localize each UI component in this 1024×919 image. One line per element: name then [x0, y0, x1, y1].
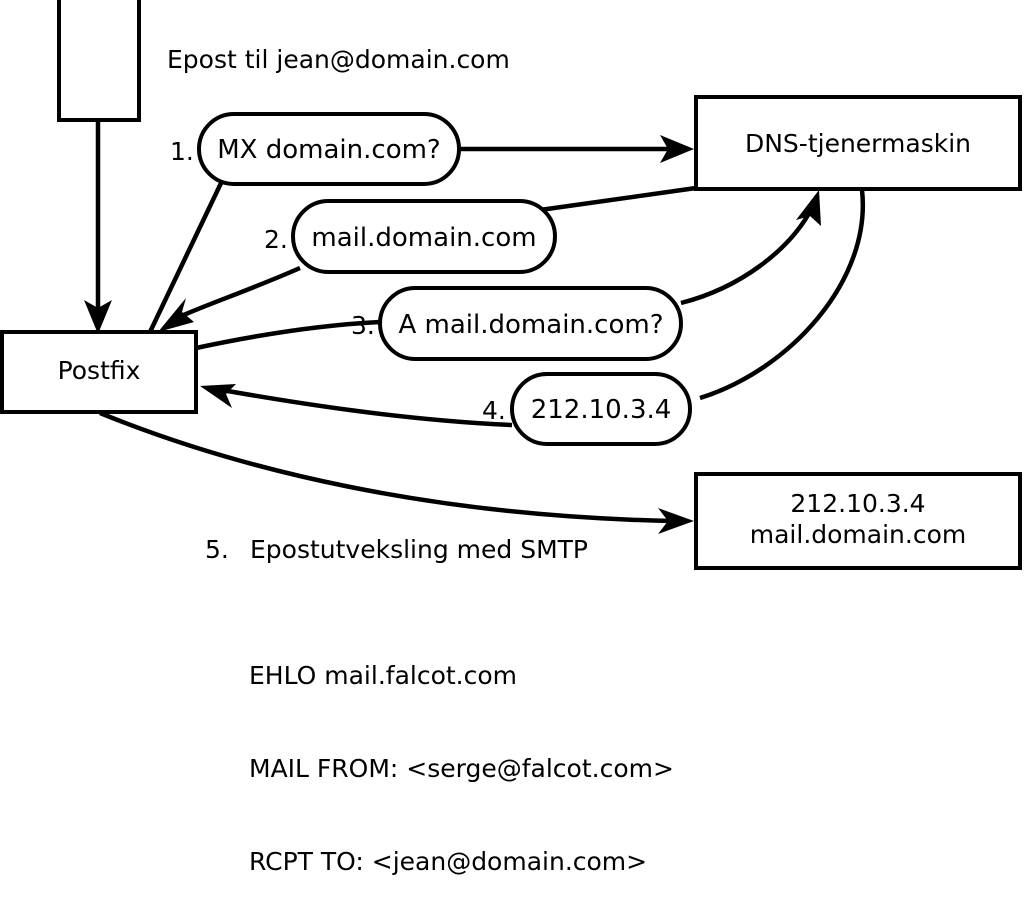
- connector-step1-to-dns: [460, 135, 694, 163]
- connector-step2-to-postfix: [158, 265, 301, 332]
- smtp-line: RCPT TO: <jean@domain.com>: [249, 847, 648, 876]
- step-5-label: Epostutveksling med SMTP: [250, 535, 588, 564]
- mail-server-ip: 212.10.3.4: [790, 489, 925, 518]
- connector-dns-to-step2: [539, 185, 697, 213]
- smtp-line: EHLO mail.falcot.com: [249, 661, 518, 690]
- step-1-label: MX domain.com?: [217, 135, 440, 165]
- step-2-pill[interactable]: [291, 199, 557, 274]
- diagram-title: Epost til jean@domain.com: [167, 45, 510, 74]
- step-3-number: 3.: [351, 311, 375, 340]
- step-1-pill[interactable]: [197, 112, 461, 186]
- connector-postfix-to-mailserver: [99, 410, 694, 534]
- dns-server-box[interactable]: [694, 95, 1022, 191]
- step-3-pill[interactable]: [378, 286, 683, 361]
- dns-server-label: DNS-tjenermaskin: [745, 129, 971, 158]
- postfix-label: Postfix: [58, 356, 141, 385]
- connector-dns-to-step4: [699, 189, 866, 401]
- client-host-box[interactable]: [57, 0, 141, 122]
- smtp-transcript: EHLO mail.falcot.com MAIL FROM: <serge@f…: [249, 598, 674, 919]
- connector-postfix-to-step1: [147, 180, 225, 333]
- step-5-number: 5.: [205, 535, 229, 564]
- connector-step4-to-postfix: [200, 384, 513, 428]
- step-2-label: mail.domain.com: [311, 223, 536, 253]
- mail-server-hostname: mail.domain.com: [750, 520, 966, 549]
- step-4-label: 212.10.3.4: [531, 395, 672, 425]
- step-2-number: 2.: [264, 225, 288, 254]
- connector-step3-to-dns: [680, 190, 821, 306]
- step-3-label: A mail.domain.com?: [399, 310, 664, 340]
- connector-postfix-to-step3: [195, 319, 381, 351]
- step-4-number: 4.: [482, 396, 506, 425]
- smtp-line: MAIL FROM: <serge@falcot.com>: [249, 754, 674, 783]
- step-1-number: 1.: [170, 137, 194, 166]
- connector-client-to-postfix: [84, 122, 112, 334]
- mail-server-box[interactable]: [694, 472, 1022, 570]
- postfix-box[interactable]: [0, 330, 198, 414]
- step-4-pill[interactable]: [510, 372, 692, 446]
